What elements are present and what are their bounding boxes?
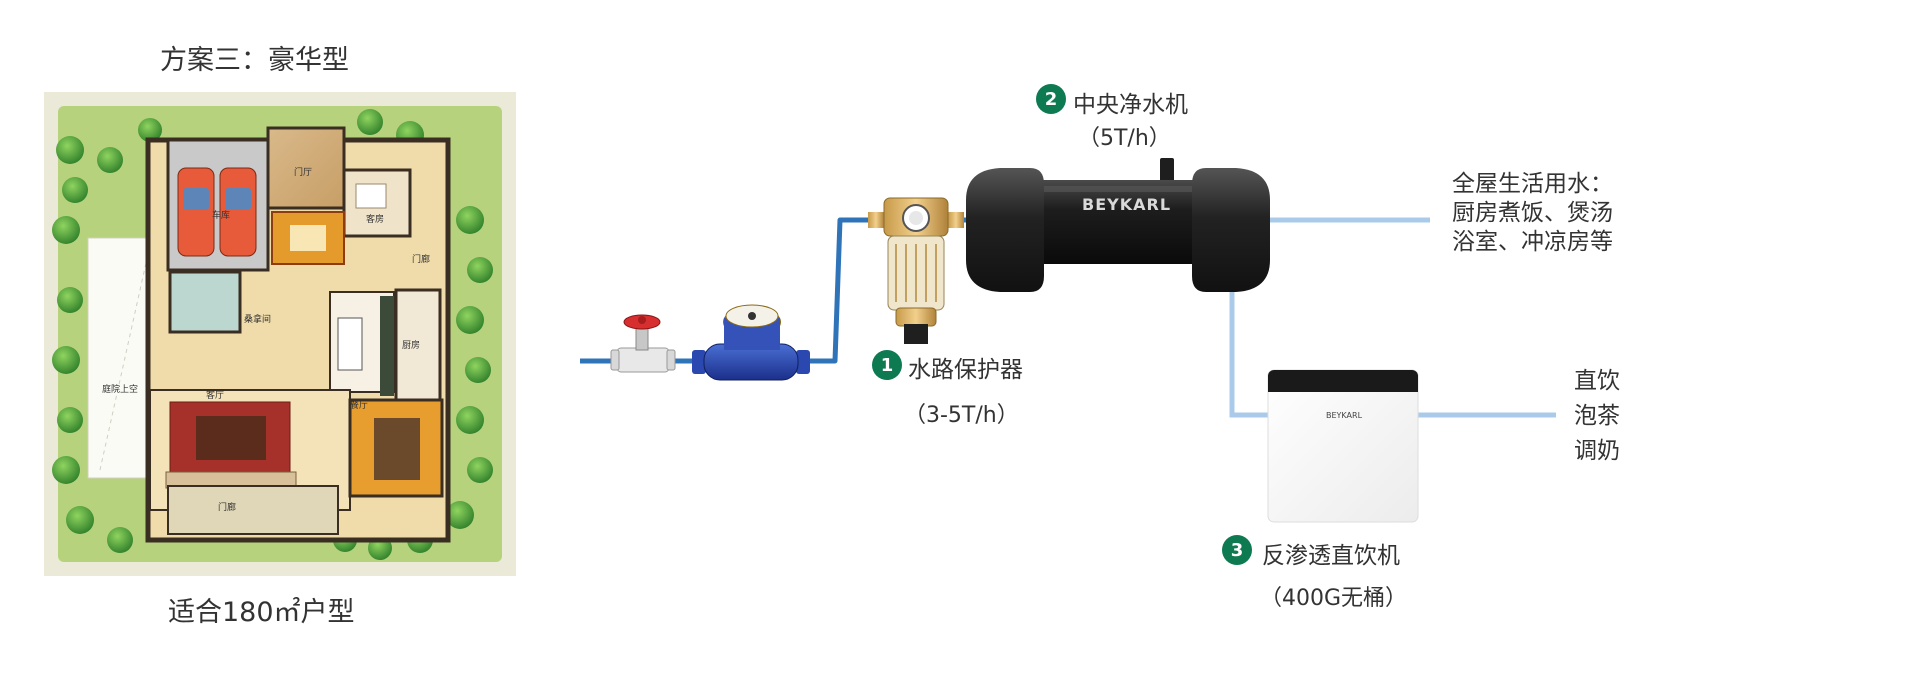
floor-plan: 车库 门厅 客房 门廊 桑拿间 厨房 客厅 餐厅 庭院上空 门廊 (44, 92, 516, 576)
house-output-line: 全屋生活用水： (1452, 171, 1613, 197)
ro-name: 反渗透直饮机 (1262, 543, 1400, 569)
room-living: 客厅 (206, 389, 224, 401)
filter-canister-icon (868, 197, 964, 344)
room-garage: 车库 (212, 209, 230, 221)
room-foyer: 门厅 (294, 166, 312, 178)
protector-name: 水路保护器 (908, 357, 1023, 383)
room-steam: 桑拿间 (244, 313, 271, 325)
room-labels: 车库 门厅 客房 门廊 桑拿间 厨房 客厅 餐厅 庭院上空 门廊 (102, 166, 430, 513)
room-courtyard: 庭院上空 (102, 383, 138, 395)
ro-brand-label: BEYKARL (1326, 411, 1363, 420)
room-porch-top: 门廊 (412, 253, 430, 265)
house-output-line: 厨房煮饭、煲汤 (1452, 200, 1613, 226)
central-spec: （5T/h） (1078, 126, 1171, 151)
house-output-text: 全屋生活用水： 厨房煮饭、煲汤 浴室、冲凉房等 (1452, 170, 1613, 257)
ro-number-badge: 3 (1222, 535, 1252, 565)
drink-output-line: 泡茶 (1574, 403, 1620, 429)
tree-ring (52, 109, 493, 560)
central-number-badge: 2 (1036, 84, 1066, 114)
cylinder-purifier-icon: BEYKARL (966, 158, 1270, 292)
ro-spec: （400G无桶） (1260, 586, 1408, 611)
room-kitchen: 厨房 (402, 339, 420, 351)
water-meter-icon (692, 304, 810, 381)
room-entrance: 门廊 (218, 501, 236, 513)
central-name: 中央净水机 (1073, 92, 1188, 118)
protector-number-badge: 1 (872, 350, 902, 380)
drink-output-text: 直饮 泡茶 调奶 (1574, 364, 1620, 469)
plan-title: 方案三：豪华型 (160, 45, 349, 76)
room-dining: 餐厅 (350, 399, 368, 411)
central-brand-label: BEYKARL (1082, 195, 1171, 214)
room-guest: 客房 (366, 213, 384, 225)
plan-subtitle: 适合180㎡户型 (168, 597, 355, 628)
protector-spec: （3-5T/h） (904, 403, 1019, 428)
pipe-to-ro (1229, 288, 1268, 418)
ro-cabinet-icon: BEYKARL (1267, 369, 1419, 523)
pipe-to-protector (800, 217, 882, 364)
red-handle-valve-icon (610, 314, 676, 373)
house-output-line: 浴室、冲凉房等 (1452, 229, 1613, 255)
drink-output-line: 调奶 (1574, 438, 1620, 464)
drink-output-line: 直饮 (1574, 368, 1620, 394)
